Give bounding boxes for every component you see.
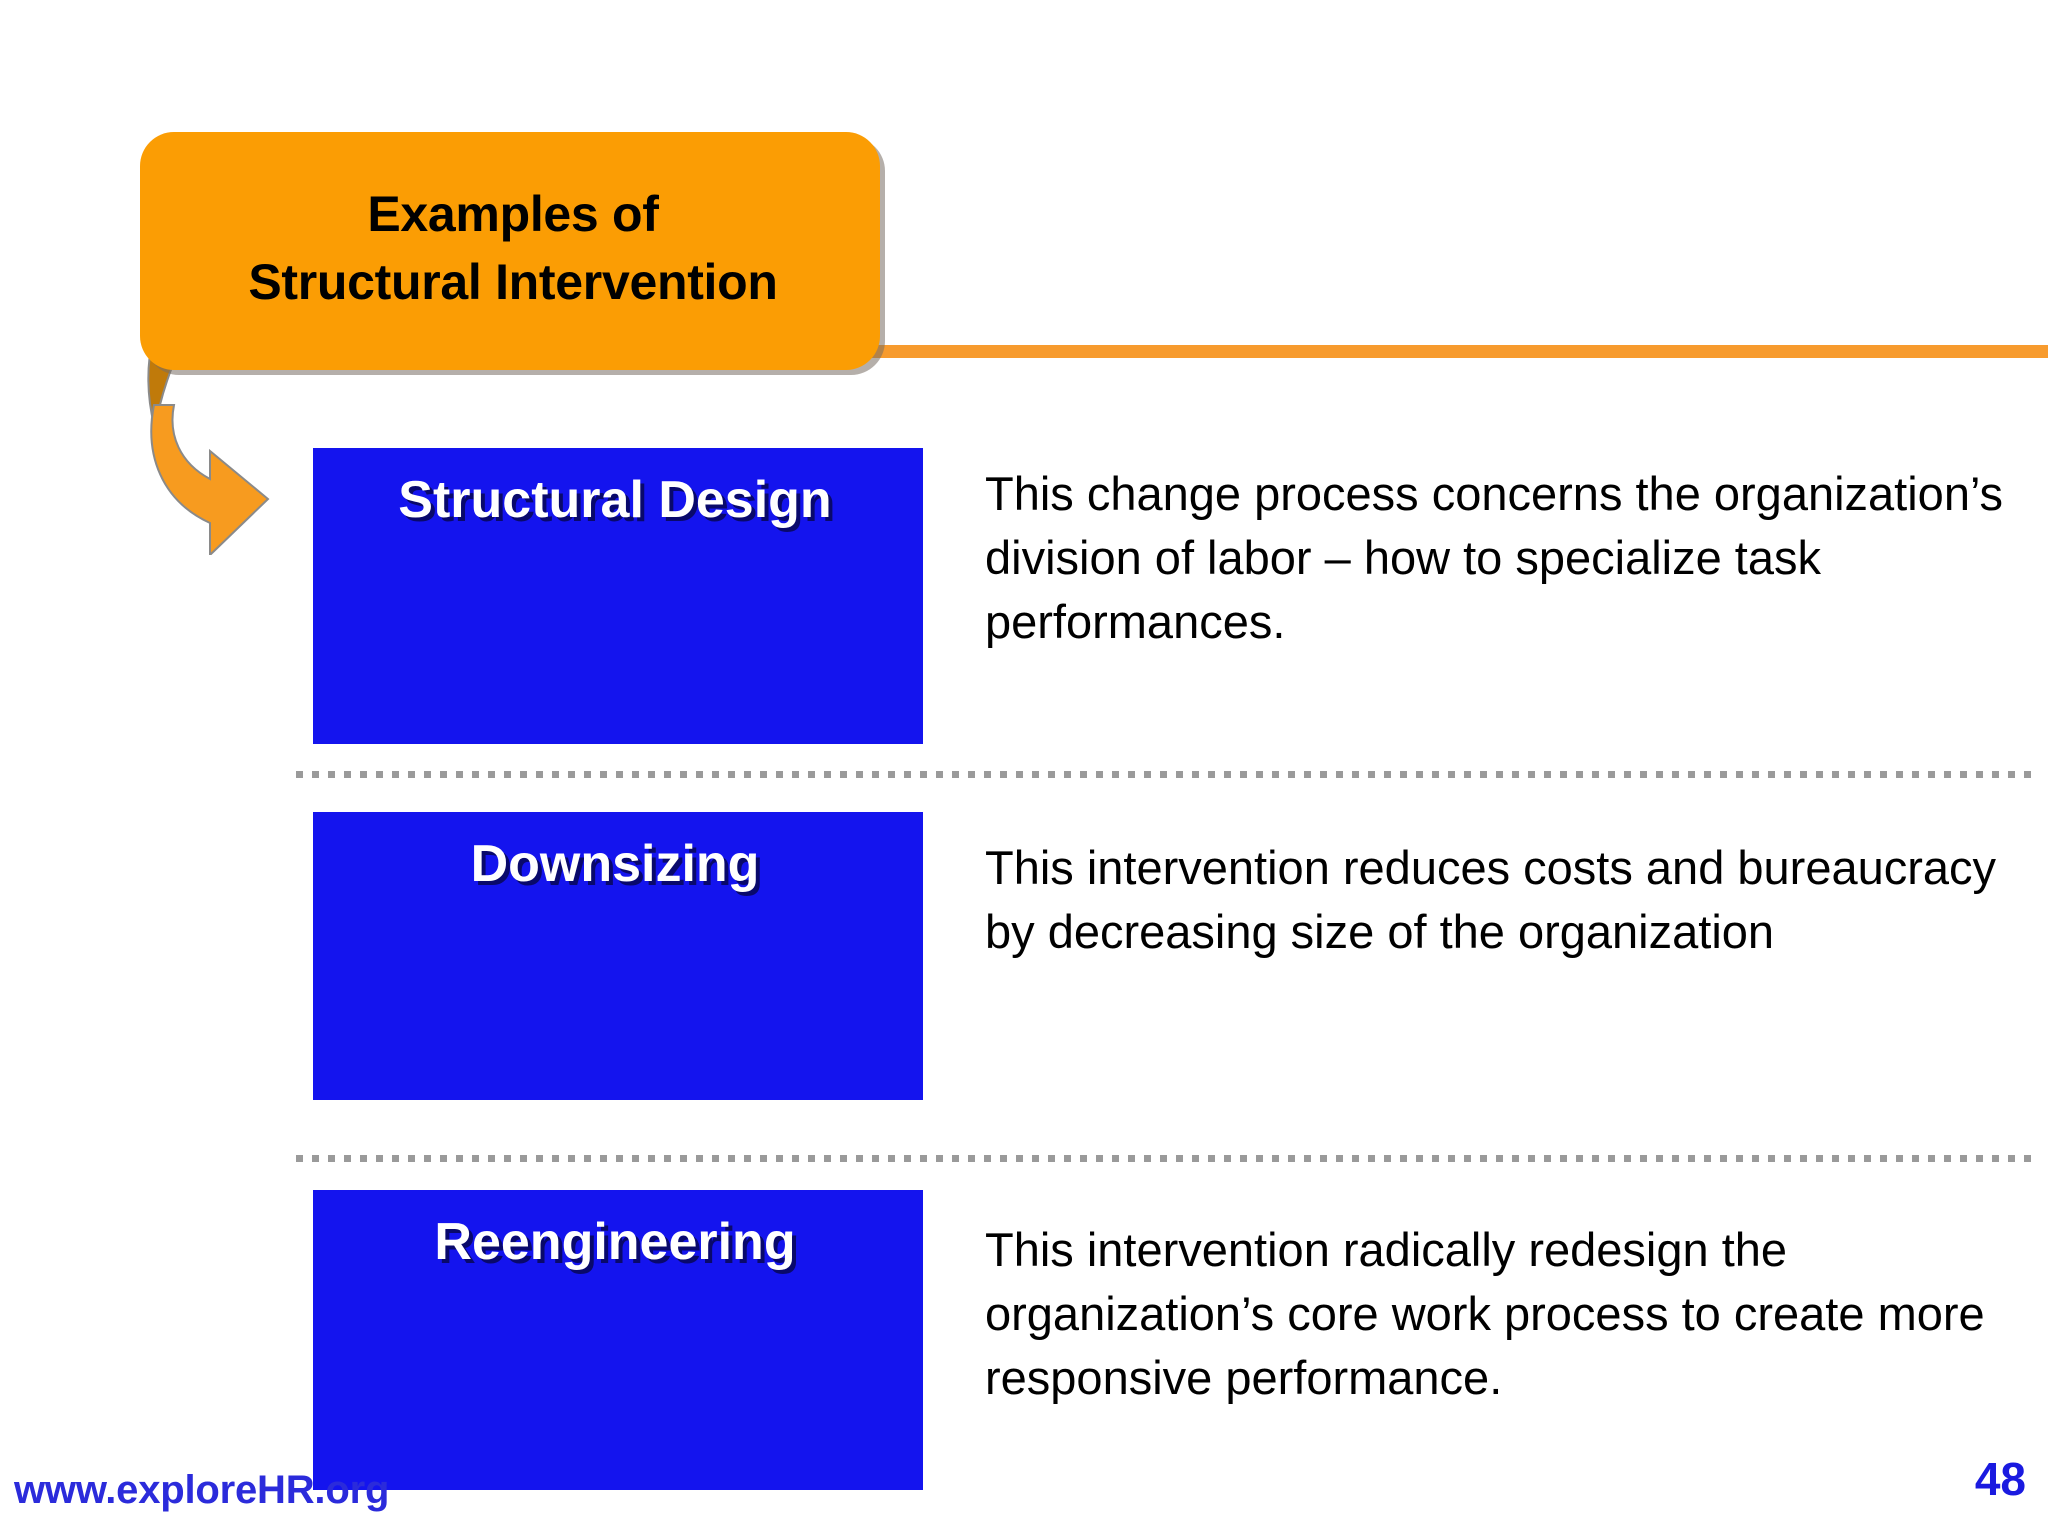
title-line-2: Structural Intervention	[248, 254, 778, 310]
label-text-downsizing: Downsizing	[470, 835, 760, 893]
description-reengineering: This intervention radically redesign the…	[985, 1223, 1985, 1404]
label-text-reengineering: Reengineering	[434, 1213, 796, 1271]
row-separator-1	[296, 771, 2040, 778]
slide-title-banner: Examples of Structural Intervention	[140, 132, 880, 370]
description-downsizing: This intervention reduces costs and bure…	[985, 841, 1997, 958]
row-separator-2	[296, 1155, 2040, 1162]
footer-website-url[interactable]: www.exploreHR.org	[14, 1468, 390, 1512]
label-box-structural-design: Structural Design	[313, 448, 923, 744]
page-number: 48	[1974, 1453, 2026, 1505]
title-accent-rule	[860, 345, 2048, 358]
label-text-structural-design: Structural Design	[398, 471, 832, 529]
title-line-1: Examples of	[367, 186, 659, 242]
label-box-reengineering: Reengineering	[313, 1190, 923, 1490]
label-box-downsizing: Downsizing	[313, 812, 923, 1100]
description-structural-design: This change process concerns the organiz…	[985, 467, 2004, 648]
